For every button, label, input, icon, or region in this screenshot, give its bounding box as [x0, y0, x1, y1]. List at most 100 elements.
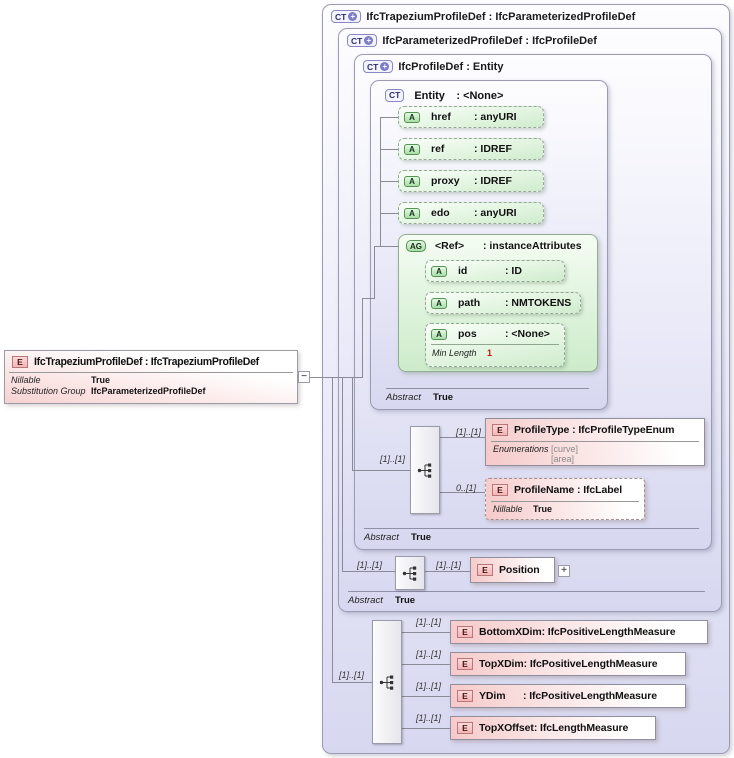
element-type: : IfcPositiveLengthMeasure — [523, 690, 657, 702]
abstract-facet: Abstract True — [386, 388, 589, 403]
attribute-group-icon: AG — [406, 240, 426, 252]
connector-line — [380, 117, 398, 118]
complextype-icon: CT+ — [363, 60, 394, 73]
divider — [491, 501, 639, 502]
element-name: BottomXDim — [479, 626, 542, 638]
expand-toggle[interactable]: + — [558, 565, 570, 577]
connector-line — [332, 377, 333, 683]
attribute-type: : ID — [505, 265, 522, 277]
enumerations-facet: Enumerations [curve][area] — [486, 442, 704, 466]
attribute-icon: A — [404, 143, 420, 155]
entity-name: Entity — [414, 90, 445, 102]
element-name: TopXOffset — [479, 722, 534, 734]
connector-line — [342, 571, 395, 572]
nillable-facet: Nillable True — [486, 502, 644, 516]
element-type: : IfcPositiveLengthMeasure — [523, 658, 658, 670]
connector-line — [440, 492, 485, 493]
element-title: ProfileName : IfcLabel — [514, 484, 623, 496]
element-icon: E — [492, 424, 508, 436]
box-title: IfcProfileDef : Entity — [398, 60, 504, 73]
cardinality-label: [1]..[1] — [456, 427, 482, 437]
facet-label: Nillable — [11, 375, 41, 385]
sequence-glyph — [379, 675, 393, 690]
connector-line — [380, 149, 398, 150]
attribute-name: path — [458, 297, 481, 309]
attribute-type: : anyURI — [474, 111, 517, 123]
cardinality-label: [1]..[1] — [416, 713, 442, 723]
collapse-toggle[interactable]: − — [298, 371, 310, 383]
connector-line — [380, 213, 398, 214]
attribute-name: proxy — [431, 175, 460, 187]
box-title: IfcParameterizedProfileDef : IfcProfileD… — [382, 34, 597, 47]
connector-line — [310, 377, 362, 378]
attribute-icon: A — [404, 111, 420, 123]
complextype-icon: CT+ — [331, 10, 362, 23]
facet-value: 1 — [487, 348, 493, 358]
sequence-glyph — [417, 463, 431, 478]
element-icon: E — [477, 564, 493, 576]
element-icon: E — [457, 626, 473, 638]
facet-label: Nillable — [493, 504, 523, 514]
facet-label: Abstract — [386, 392, 421, 403]
attribute-icon: A — [431, 297, 447, 309]
element-box-profiletype: E ProfileType : IfcProfileTypeEnum Enumer… — [485, 418, 705, 466]
connector-line — [374, 246, 381, 247]
sequence-compositor-icon — [395, 556, 425, 590]
facet-label: Abstract — [348, 595, 383, 606]
element-type: : IfcPositiveLengthMeasure — [541, 626, 676, 638]
element-name: YDim — [479, 690, 506, 702]
connector-line — [332, 682, 372, 683]
facet-value: True — [411, 532, 432, 543]
attribute-icon: A — [431, 328, 447, 340]
facet-value: True — [533, 504, 553, 514]
connector-line — [402, 664, 450, 665]
attribute-type: : IDREF — [474, 175, 512, 187]
connector-line — [402, 632, 450, 633]
attribute-name: pos — [458, 328, 477, 340]
attribute-icon: A — [404, 175, 420, 187]
facet-value: True — [433, 392, 454, 403]
sequence-glyph — [402, 566, 416, 581]
plus-icon: + — [348, 12, 358, 21]
sequence-compositor-icon — [372, 620, 402, 744]
element-type: : IfcLengthMeasure — [533, 722, 629, 734]
attribute-group-type: : instanceAttributes — [483, 240, 582, 252]
element-title: IfcTrapeziumProfileDef : IfcTrapeziumPro… — [34, 355, 259, 368]
element-icon: E — [12, 355, 28, 368]
attribute-icon: A — [431, 265, 447, 277]
facet-value: IfcParameterizedProfileDef — [91, 386, 206, 396]
ct-badge-label: CT — [367, 61, 379, 72]
attribute-icon: A — [404, 207, 420, 219]
divider — [491, 441, 699, 442]
entity-type: : <None> — [456, 90, 504, 102]
connector-line — [402, 696, 450, 697]
connector-line — [342, 377, 343, 572]
connector-line — [380, 181, 398, 182]
element-title: Position — [499, 564, 540, 576]
cardinality-label: [1]..[1] — [339, 670, 365, 680]
attribute-name: edo — [431, 207, 450, 219]
facet-value: True — [91, 375, 111, 385]
element-title: ProfileType : IfcProfileTypeEnum — [514, 424, 675, 436]
connector-line — [440, 437, 485, 438]
attribute-name: id — [458, 265, 468, 277]
sequence-compositor-icon — [410, 426, 440, 514]
element-icon: E — [492, 484, 508, 496]
element-box-ifctrapeziumprofiledef: E IfcTrapeziumProfileDef : IfcTrapeziumPr… — [4, 350, 298, 404]
complextype-icon: CT+ — [347, 34, 378, 47]
connector-line — [352, 470, 410, 471]
cardinality-label: [1]..[1] — [380, 454, 406, 464]
element-facets: Nillable True Substitution Group IfcPara… — [9, 372, 293, 397]
connector-line — [362, 298, 375, 299]
connector-line — [425, 571, 470, 572]
connector-line — [380, 117, 381, 247]
plus-icon: + — [364, 36, 374, 45]
